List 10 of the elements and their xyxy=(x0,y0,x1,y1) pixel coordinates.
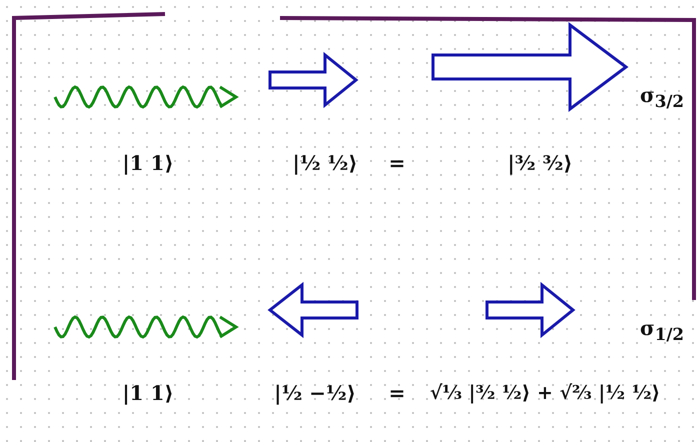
state-expansion: √⅓ |³⁄₂ ½⟩ + √⅔ |½ ½⟩ xyxy=(430,382,660,404)
equals-sign: = xyxy=(388,381,406,405)
ket-label: |1 1⟩ xyxy=(122,381,174,405)
ket-label: |½ −½⟩ xyxy=(274,381,356,405)
ket-label: |½ ½⟩ xyxy=(292,151,358,175)
equals-sign: = xyxy=(388,151,406,175)
cross-section-label: σ$_{1/2}$ xyxy=(640,316,684,344)
ket-label: |³⁄₂ ³⁄₂⟩ xyxy=(507,151,573,175)
cross-section-label: σ$_{3/2}$ xyxy=(640,83,684,111)
ket-label: |1 1⟩ xyxy=(122,151,174,175)
